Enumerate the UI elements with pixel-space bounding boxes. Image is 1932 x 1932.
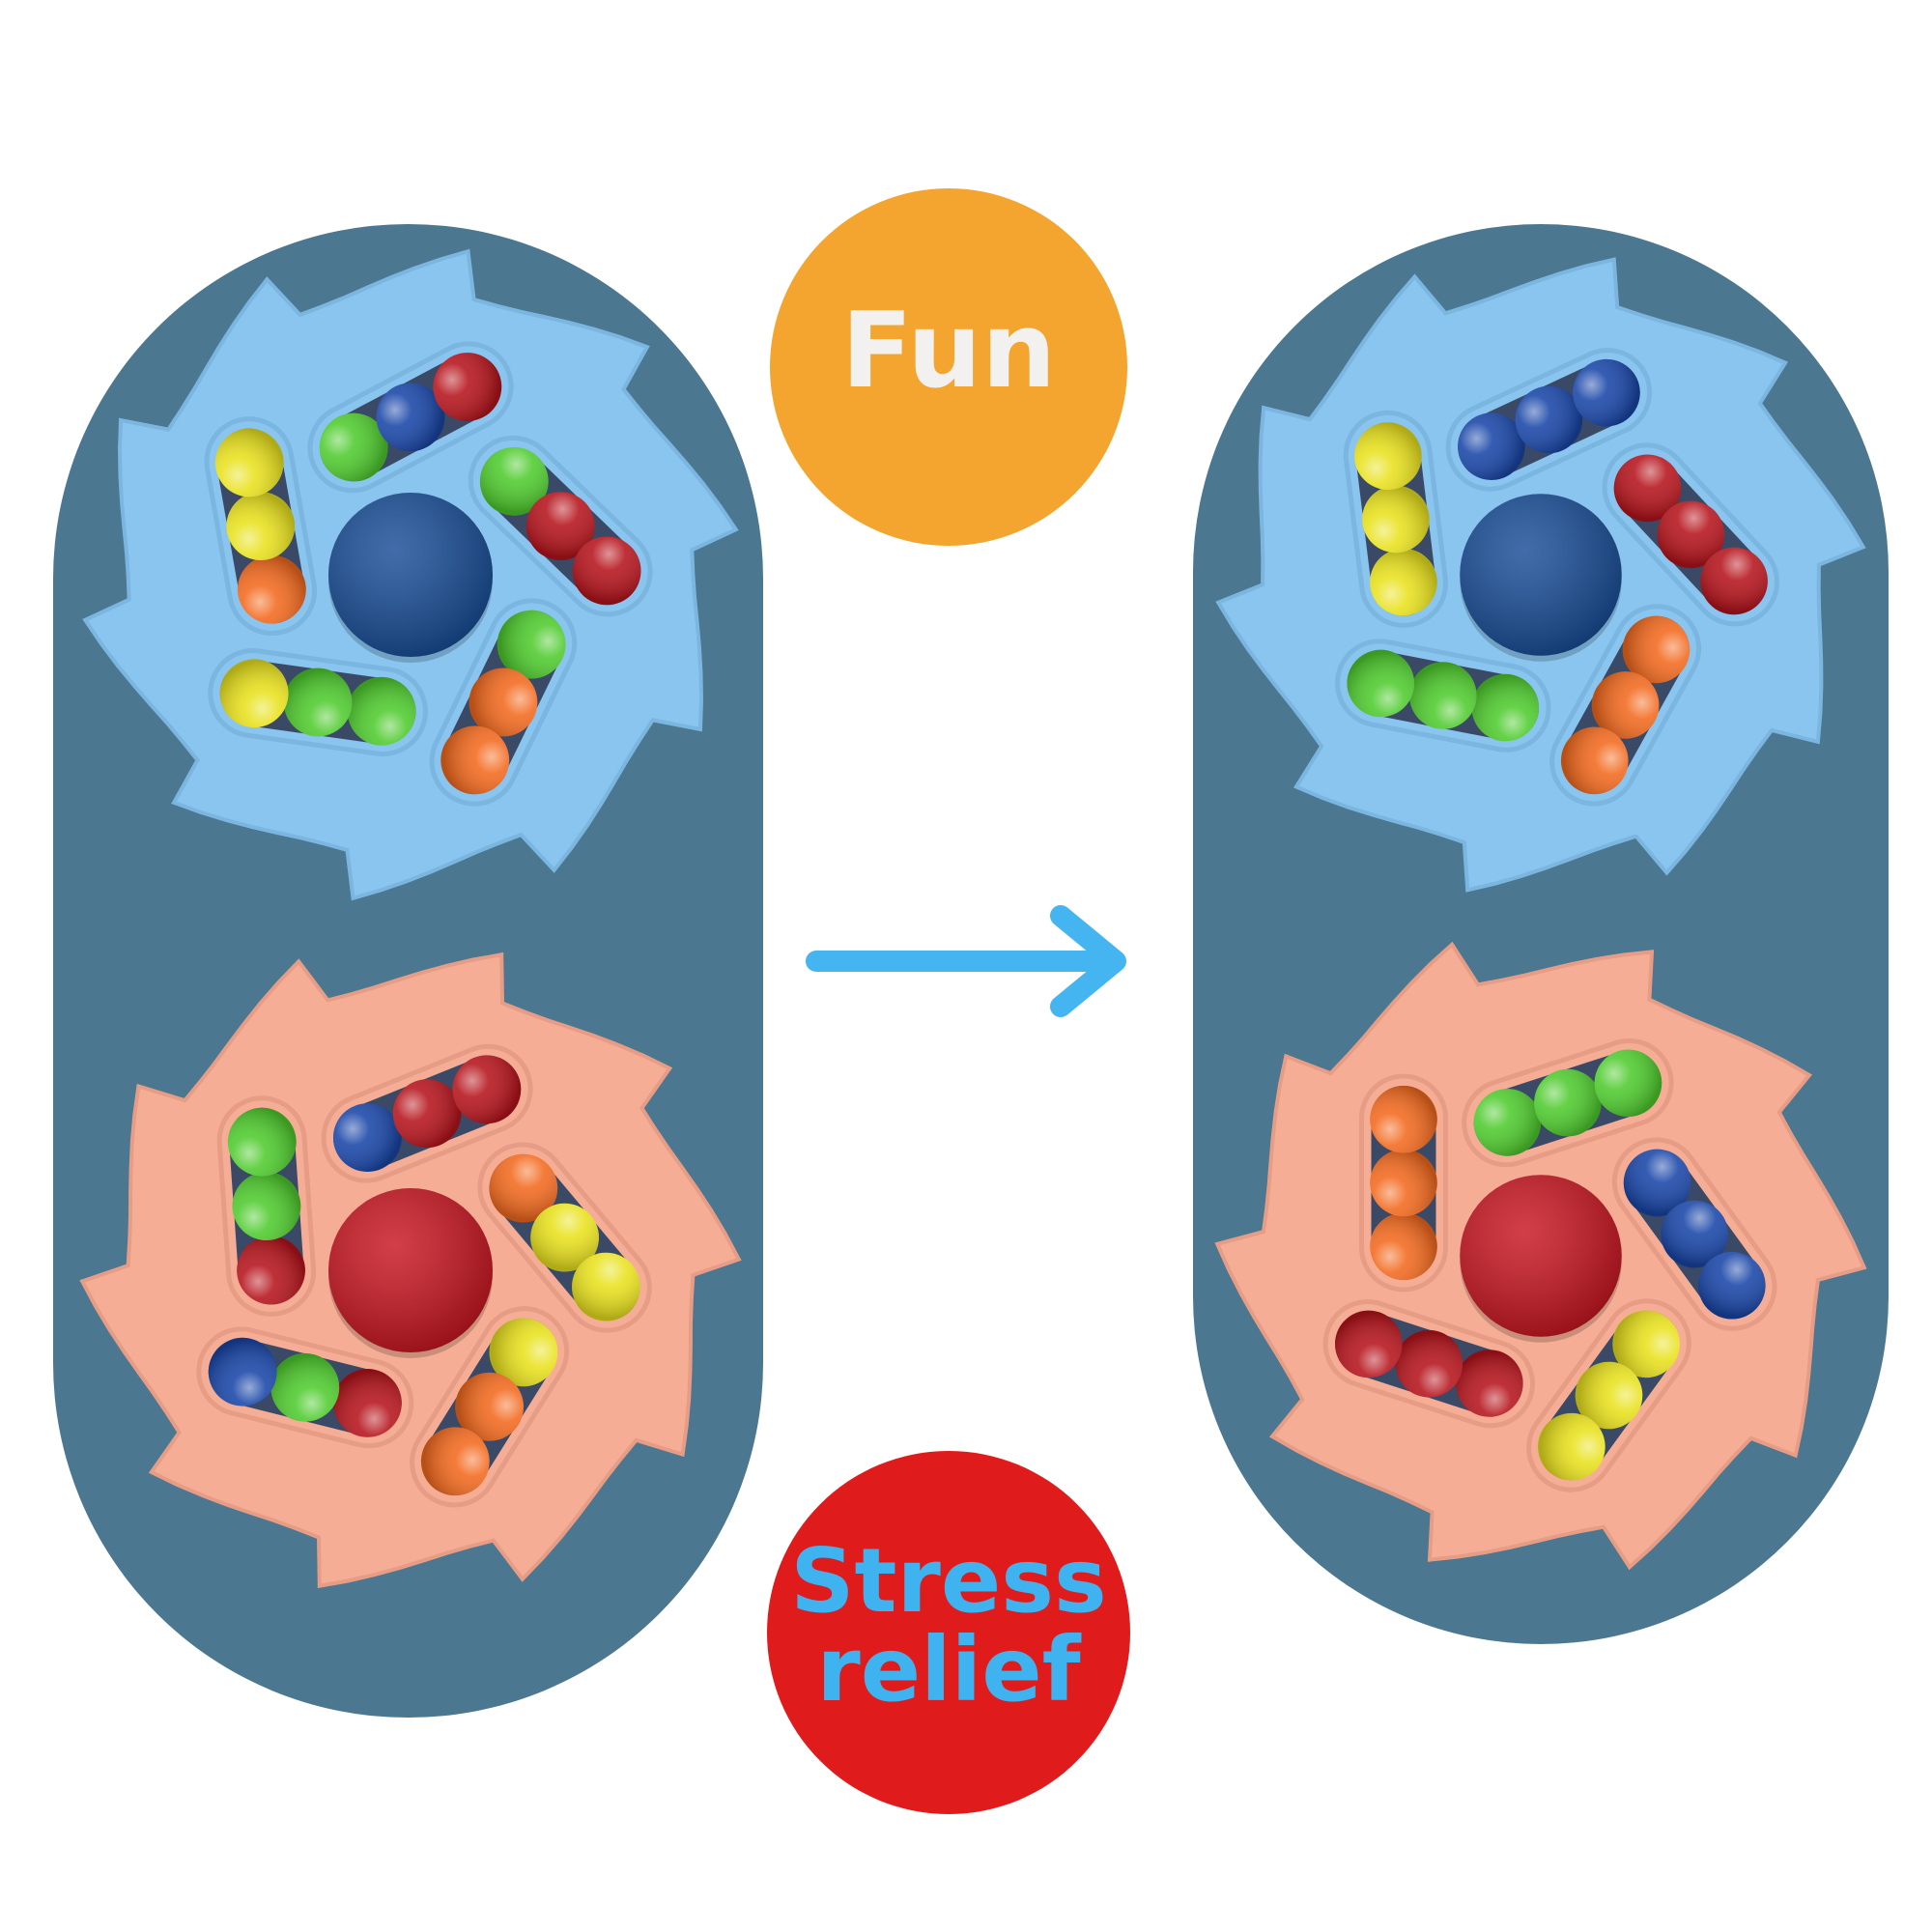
knob-shine (328, 493, 493, 657)
bead-slot (1335, 639, 1551, 753)
bead-shine (1335, 1310, 1403, 1378)
bead-shine (1560, 726, 1629, 795)
bead-shine (1455, 1350, 1523, 1417)
bead-shine (376, 383, 445, 452)
bead-slot (1322, 1298, 1536, 1429)
bead-shine (530, 1203, 599, 1272)
bead-shine (1622, 615, 1690, 684)
fun-badge-label: Fun (841, 291, 1056, 412)
bead-shine (283, 668, 353, 737)
spinner-right-bottom[interactable] (1214, 941, 1867, 1571)
bead-shine (226, 492, 296, 560)
bead-slot (1359, 1073, 1448, 1293)
bead-shine (219, 659, 289, 728)
bead-slot (307, 341, 514, 494)
bead-shine (1613, 454, 1682, 523)
knob-shine (1460, 494, 1622, 656)
bead-shine (1370, 1149, 1437, 1217)
bead-shine (270, 1352, 340, 1422)
bead-shine (1575, 1361, 1643, 1430)
bead-shine (1473, 1089, 1542, 1156)
bead-shine (1458, 412, 1525, 480)
spinner-right-top[interactable] (1215, 257, 1866, 893)
stress-badge-circle (767, 1451, 1130, 1814)
stress-badge-line1: Stress (790, 1529, 1107, 1633)
bead-shine (1623, 1149, 1691, 1217)
bead-slot (477, 1142, 652, 1333)
bead-shine (455, 1372, 525, 1441)
bead-slot (1526, 1298, 1691, 1492)
bead-shine (433, 353, 502, 421)
knob-shine (328, 1188, 493, 1352)
bead-shine (420, 1427, 490, 1496)
bead-slot (1462, 1037, 1674, 1168)
bead-shine (1515, 385, 1583, 454)
fun-badge-circle (770, 188, 1127, 546)
bead-shine (1594, 1049, 1662, 1118)
bead-slot (410, 1306, 570, 1508)
bead-shine (1471, 673, 1540, 742)
stress-relief-badge: Stress relief (767, 1451, 1130, 1814)
spinner-left-top[interactable] (82, 248, 739, 901)
fun-badge: Fun (770, 188, 1127, 546)
arrow-head (1050, 905, 1126, 1017)
bead-shine (1591, 671, 1660, 739)
bead-slot (1602, 442, 1779, 627)
bead-slot (1445, 348, 1653, 492)
bead-shine (572, 1252, 640, 1321)
bead-shine (1370, 1086, 1437, 1153)
bead-slot (208, 648, 428, 756)
bead-shine (333, 1369, 402, 1437)
bead-shine (1657, 500, 1725, 569)
bead-slot (196, 1326, 414, 1449)
bead-slot (468, 435, 653, 617)
bead-shine (1573, 358, 1640, 427)
stress-badge-line2: relief (816, 1618, 1081, 1721)
bead-shine (1395, 1329, 1463, 1398)
bead-shine (526, 492, 595, 560)
bead-shine (1409, 662, 1477, 729)
bead-shine (208, 1337, 277, 1406)
bead-shine (332, 1103, 402, 1173)
bead-shine (440, 725, 510, 795)
bead-slot (1549, 604, 1702, 807)
bead-shine (489, 1318, 558, 1387)
bead-shine (497, 610, 566, 679)
bead-slot (1611, 1137, 1777, 1331)
bead-slot (429, 598, 578, 807)
bead-shine (479, 446, 549, 516)
bead-shine (1370, 548, 1437, 616)
bead-shine (232, 1172, 301, 1240)
bead-shine (392, 1079, 462, 1149)
bead-shine (227, 1107, 297, 1177)
bead-shine (1698, 1251, 1766, 1320)
spinner-left-bottom[interactable] (79, 952, 742, 1589)
bead-shine (1661, 1200, 1728, 1268)
bead-shine (452, 1055, 522, 1124)
bead-shine (214, 428, 284, 497)
bead-shine (1347, 649, 1415, 718)
bead-shine (1362, 485, 1430, 554)
arrow-right-icon (806, 905, 1126, 1017)
bead-shine (572, 536, 641, 606)
bead-shine (319, 412, 388, 482)
bead-shine (1354, 422, 1422, 490)
bead-shine (237, 1236, 305, 1305)
bead-shine (237, 554, 306, 624)
knob-shine (1460, 1175, 1622, 1337)
bead-shine (1538, 1412, 1605, 1481)
bead-slot (216, 1095, 317, 1317)
bead-shine (1534, 1068, 1602, 1137)
bead-slot (1343, 410, 1449, 628)
bead-shine (1700, 547, 1768, 615)
bead-shine (469, 668, 538, 737)
bead-shine (1370, 1212, 1437, 1280)
bead-slot (204, 416, 318, 637)
bead-shine (489, 1153, 558, 1223)
bead-shine (1612, 1310, 1680, 1378)
bead-shine (347, 676, 416, 746)
bead-slot (321, 1043, 533, 1183)
